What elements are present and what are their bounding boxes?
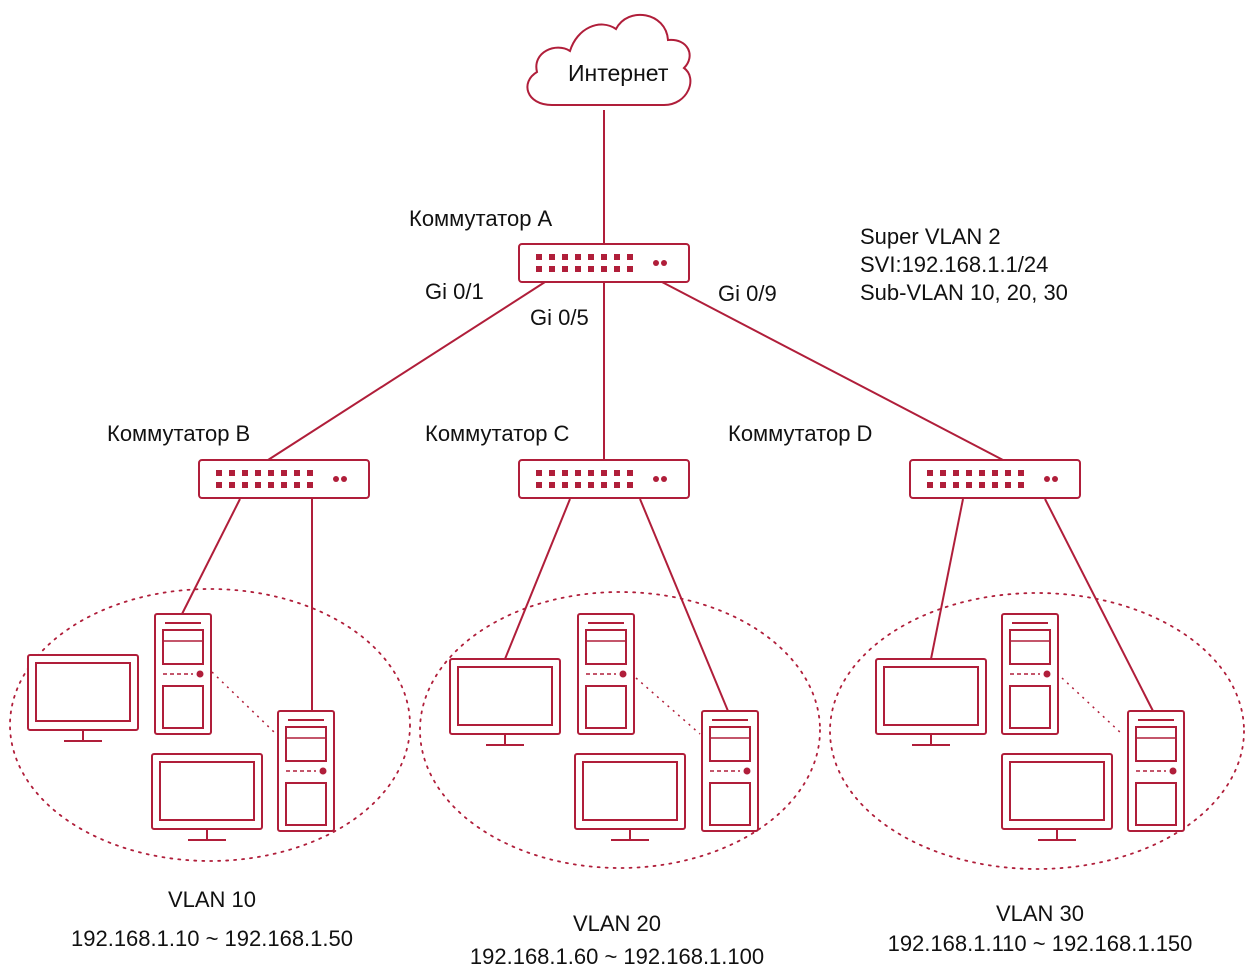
switch-d-label: Коммутатор D xyxy=(728,421,873,446)
vlan-20-boundary xyxy=(419,591,821,869)
link-d-host1 xyxy=(930,498,964,660)
vlan-10-boundary xyxy=(9,588,411,862)
port-gi-0-1-label: Gi 0/1 xyxy=(425,279,484,304)
switch-b-icon xyxy=(198,459,370,499)
monitor-icon xyxy=(574,753,686,841)
pc-tower-icon xyxy=(154,613,212,735)
host-connector-dots xyxy=(635,677,701,735)
port-gi-0-5-label: Gi 0/5 xyxy=(530,305,589,330)
super-vlan-svi: SVI:192.168.1.1/24 xyxy=(860,252,1049,277)
vlan-10-range: 192.168.1.10 ~ 192.168.1.50 xyxy=(71,926,353,951)
vlan-30-boundary xyxy=(829,592,1245,870)
super-vlan-subvlans: Sub-VLAN 10, 20, 30 xyxy=(860,280,1068,305)
switch-c-icon xyxy=(518,459,690,499)
link-a-b xyxy=(267,281,546,461)
network-links xyxy=(181,110,1154,712)
monitor-icon xyxy=(875,658,987,746)
pc-tower-icon xyxy=(1127,710,1185,832)
host-connector-dots xyxy=(1061,677,1123,735)
link-c-host2 xyxy=(639,498,729,712)
link-a-d xyxy=(661,281,1004,461)
switch-d-icon xyxy=(909,459,1081,499)
host-connector-dots xyxy=(211,671,275,733)
internet-label: Интернет xyxy=(568,60,669,86)
vlan-20-range: 192.168.1.60 ~ 192.168.1.100 xyxy=(469,944,765,969)
pc-tower-icon xyxy=(577,613,635,735)
link-b-host1 xyxy=(181,498,241,615)
pc-tower-icon xyxy=(277,710,335,832)
monitor-icon xyxy=(1001,753,1113,841)
switch-a-icon xyxy=(518,243,690,283)
super-vlan-title: Super VLAN 2 xyxy=(860,224,1001,249)
pc-tower-icon xyxy=(1001,613,1059,735)
vlan-20-name: VLAN 20 xyxy=(572,911,662,936)
switch-c-label: Коммутатор C xyxy=(425,421,570,446)
switch-b-label: Коммутатор B xyxy=(107,421,251,446)
vlan-30-range: 192.168.1.110 ~ 192.168.1.150 xyxy=(887,931,1193,956)
port-gi-0-9-label: Gi 0/9 xyxy=(718,281,777,306)
link-d-host2 xyxy=(1044,498,1154,712)
monitor-icon xyxy=(27,654,139,742)
cloud-icon xyxy=(526,13,692,106)
monitor-icon xyxy=(449,658,561,746)
monitor-icon xyxy=(151,753,263,841)
switch-a-label: Коммутатор A xyxy=(409,206,553,231)
pc-tower-icon xyxy=(701,710,759,832)
vlan-10-name: VLAN 10 xyxy=(167,887,257,912)
vlan-30-name: VLAN 30 xyxy=(995,901,1085,926)
link-c-host1 xyxy=(504,498,571,660)
